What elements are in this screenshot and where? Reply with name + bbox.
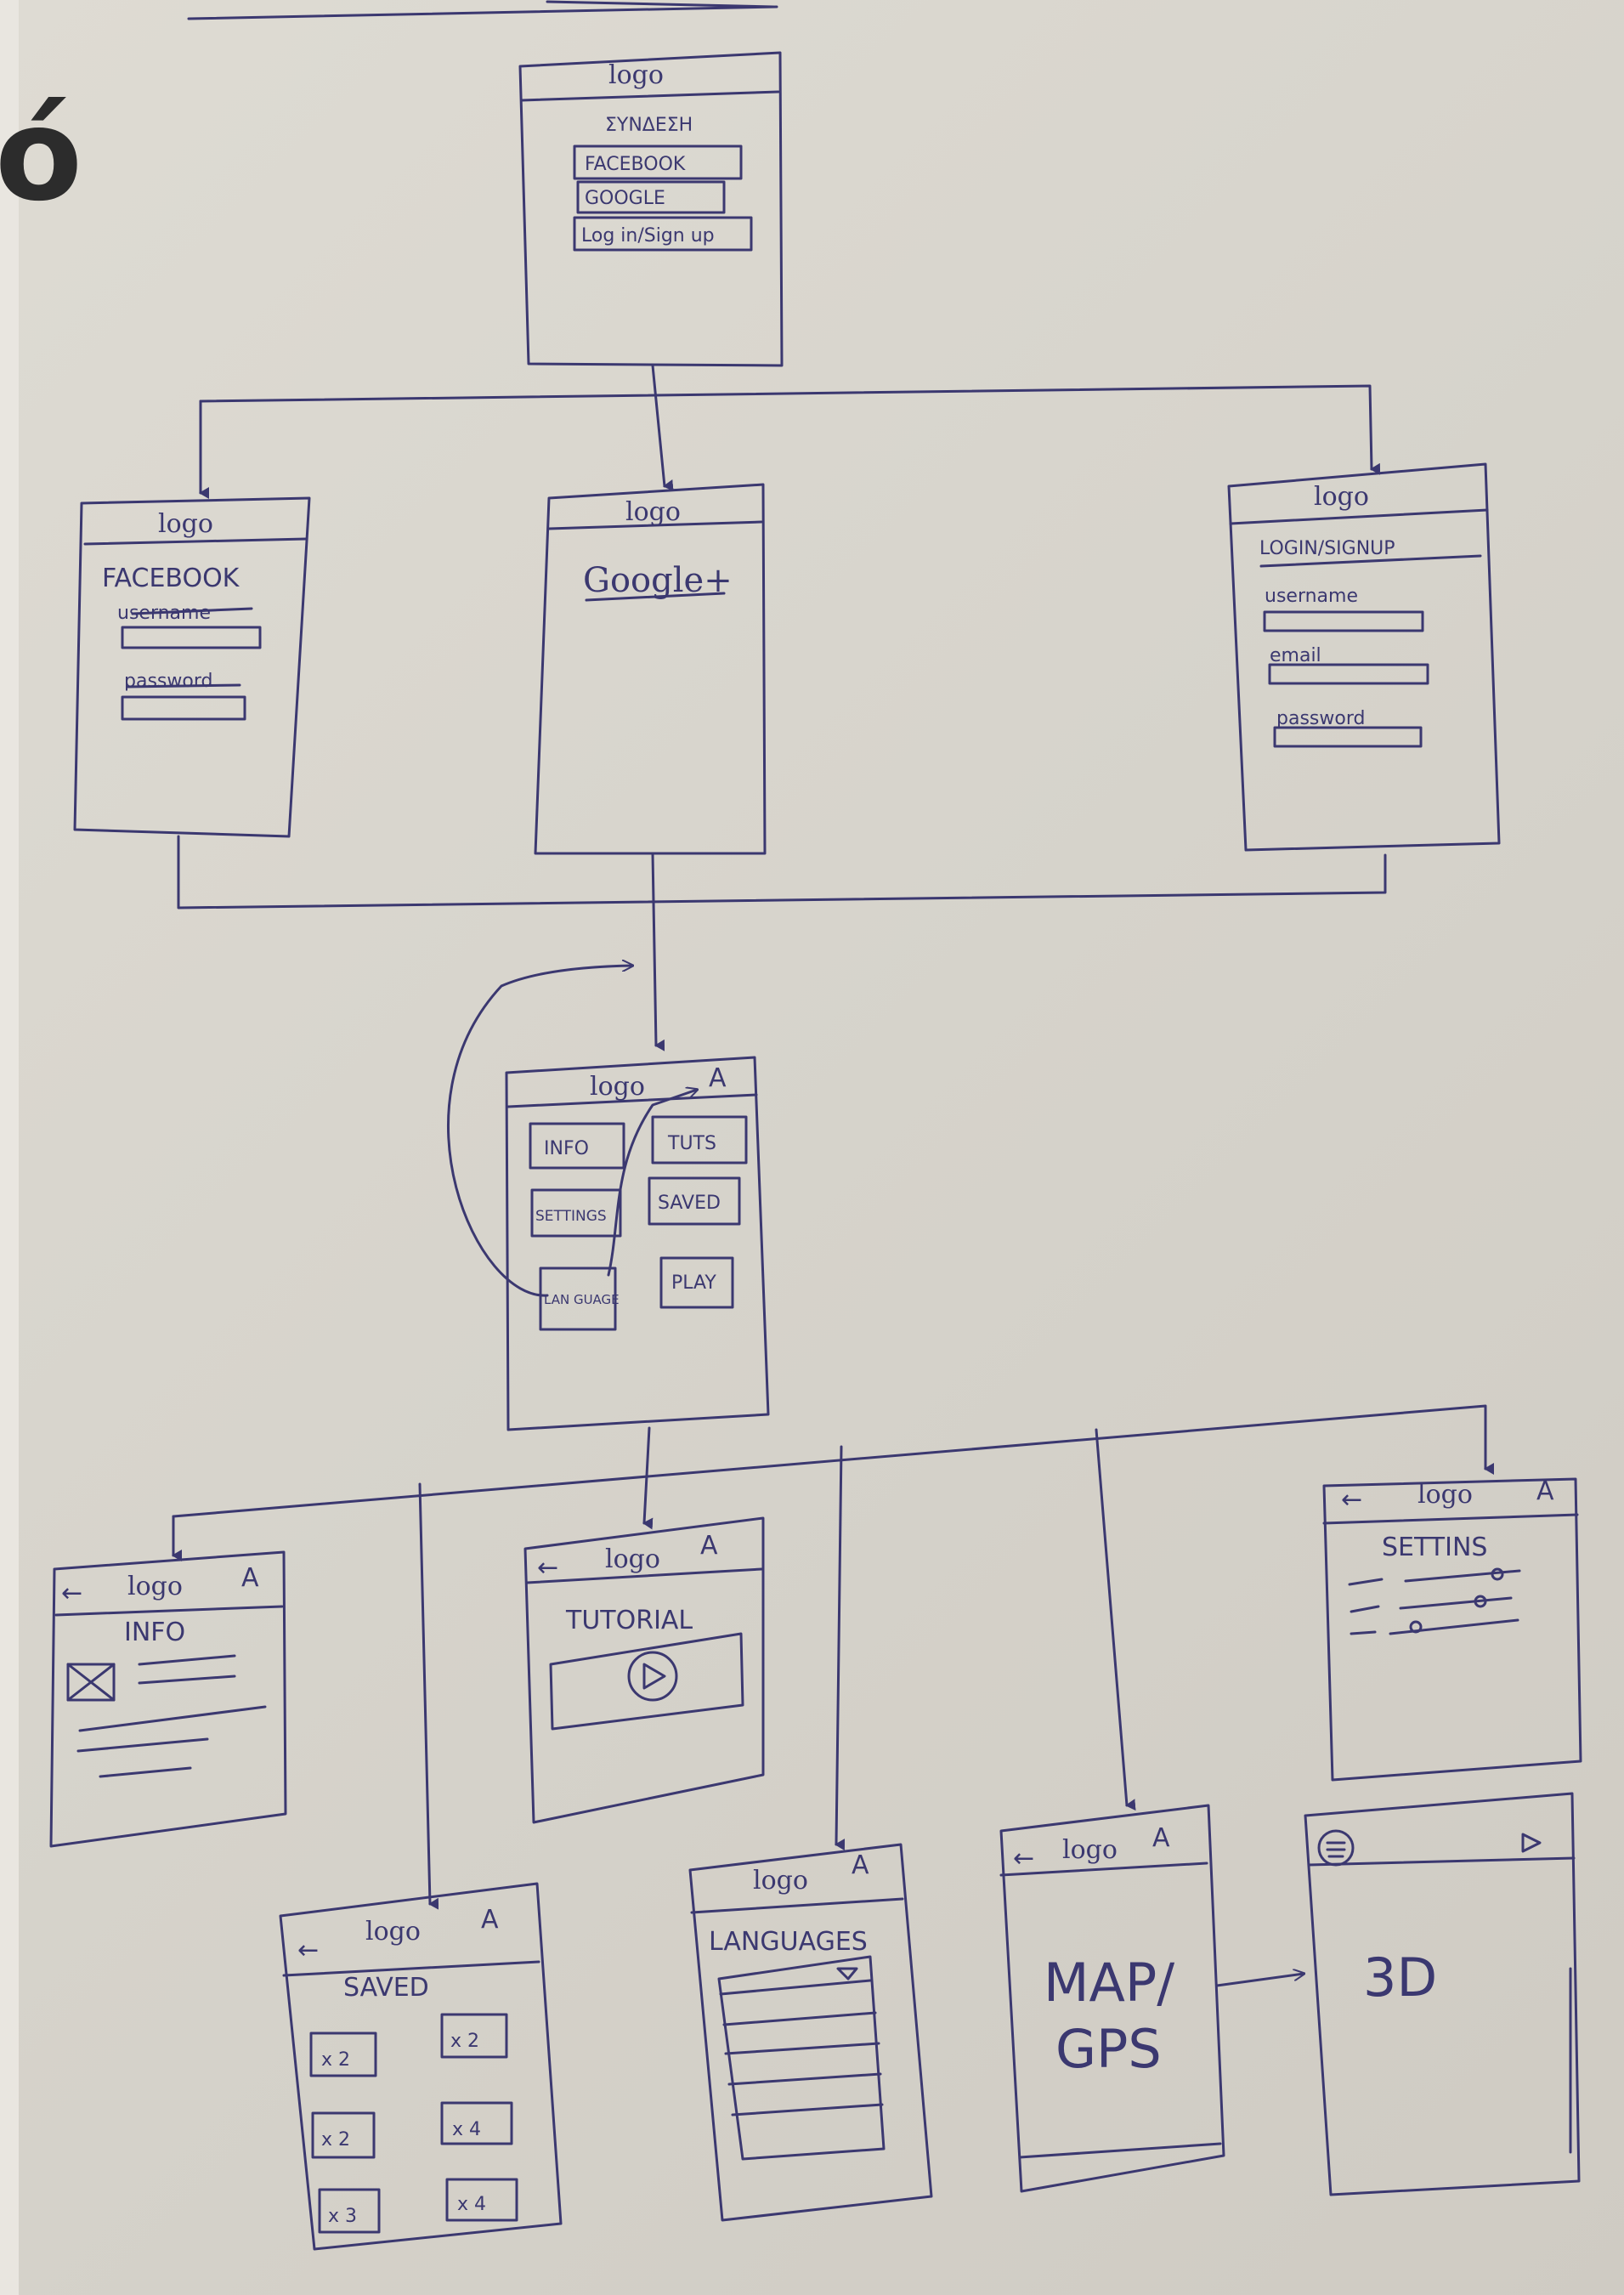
avatar[interactable]: A [700, 1531, 718, 1561]
screen-google-text: logo Google+ [583, 497, 733, 600]
avatar[interactable]: A [709, 1063, 727, 1093]
paper-left-edge [0, 0, 19, 2295]
screen-title: TUTORIAL [565, 1606, 693, 1635]
screen-login-choice [518, 51, 784, 367]
screen-map-text: ← logo A MAP/ GPS [1013, 1823, 1174, 2080]
screen-facebook [73, 496, 311, 838]
dropdown-arrow-icon [836, 1967, 858, 1980]
username-label: username [117, 603, 211, 624]
screen-saved-text: ← logo A SAVED x 2 x 2 x 2 x 4 x 3 x 4 [297, 1905, 499, 2227]
gps-title: GPS [1055, 2018, 1162, 2080]
tile-tuts[interactable]: TUTS [667, 1133, 716, 1154]
screen-title: Google+ [583, 561, 733, 600]
email-label: email [1270, 645, 1321, 666]
map-title: MAP/ [1044, 1952, 1174, 2014]
screen-title: 3D [1363, 1946, 1437, 2009]
tile-language[interactable]: LAN GUAGE [544, 1292, 620, 1307]
edge-letter-fragment: ó [0, 82, 83, 230]
menu-icon [1326, 1841, 1346, 1858]
screen-login-choice-text: logo ΣΥΝΔΕΣΗ FACEBOOK GOOGLE Log in/Sign… [581, 60, 715, 246]
back-arrow-icon[interactable]: ← [537, 1553, 558, 1583]
login-signup-button[interactable]: Log in/Sign up [581, 225, 715, 246]
screen-map [999, 1804, 1225, 2193]
facebook-button[interactable]: FACEBOOK [585, 154, 686, 175]
screen-info [49, 1550, 287, 1848]
tile-play[interactable]: PLAY [671, 1272, 716, 1294]
screen-login-signup [1227, 462, 1501, 852]
avatar[interactable]: A [1536, 1476, 1554, 1506]
logo-label: logo [590, 1072, 645, 1102]
back-arrow-icon[interactable]: ← [1341, 1485, 1362, 1515]
logo-label: logo [605, 1544, 660, 1574]
saved-item[interactable]: x 4 [457, 2194, 486, 2215]
paper-sheet [19, 0, 1624, 2295]
password-label: password [1276, 708, 1365, 729]
google-button[interactable]: GOOGLE [585, 188, 665, 209]
flow-arrows [172, 0, 1494, 1987]
back-arrow-icon[interactable]: ← [297, 1935, 319, 1965]
tile-saved[interactable]: SAVED [658, 1193, 721, 1214]
screen-info-text: ← logo A INFO [61, 1563, 259, 1647]
screen-title: INFO [124, 1618, 185, 1647]
avatar[interactable]: A [241, 1563, 259, 1593]
screen-tutorial-text: ← logo A TUTORIAL [537, 1531, 718, 1635]
saved-item[interactable]: x 2 [450, 2031, 479, 2052]
saved-item[interactable]: x 2 [321, 2129, 350, 2150]
logo-label: logo [365, 1917, 421, 1946]
logo-label: logo [1062, 1835, 1118, 1865]
screen-title: ΣΥΝΔΕΣΗ [605, 115, 693, 136]
logo-label: logo [127, 1572, 183, 1601]
saved-item[interactable]: x 2 [321, 2049, 350, 2071]
logo-label: logo [1417, 1480, 1473, 1510]
screen-home-text: logo A INFO TUTS SETTINGS SAVED LAN GUAG… [535, 1063, 727, 1307]
screen-settings-text: ← logo A SETTINS [1341, 1476, 1554, 1562]
screen-title: SETTINS [1382, 1533, 1487, 1562]
screen-facebook-text: logo FACEBOOK username password [102, 509, 240, 692]
avatar[interactable]: A [1152, 1823, 1170, 1853]
screen-title: LANGUAGES [709, 1927, 868, 1957]
logo-label: logo [158, 509, 213, 539]
screen-saved [279, 1882, 563, 2251]
saved-item[interactable]: x 4 [452, 2119, 481, 2140]
screen-languages-text: logo A LANGUAGES [709, 1850, 869, 1957]
screen-home [446, 966, 770, 1431]
saved-item[interactable]: x 3 [328, 2206, 357, 2227]
screen-languages [688, 1843, 933, 2222]
screen-tutorial [523, 1516, 765, 1824]
logo-label: logo [753, 1866, 808, 1896]
logo-label: logo [1314, 482, 1369, 512]
screen-3d [1304, 1792, 1581, 2196]
avatar[interactable]: A [852, 1850, 869, 1880]
tile-settings[interactable]: SETTINGS [535, 1208, 607, 1225]
username-label: username [1265, 586, 1358, 607]
avatar[interactable]: A [481, 1905, 499, 1935]
back-arrow-icon[interactable]: ← [61, 1578, 82, 1608]
tile-info[interactable]: INFO [544, 1138, 589, 1159]
screen-title: SAVED [343, 1973, 429, 2003]
screen-login-signup-text: logo LOGIN/SIGNUP username email passwor… [1259, 482, 1395, 729]
screen-3d-text: 3D [1363, 1946, 1437, 2009]
screen-title: LOGIN/SIGNUP [1259, 538, 1395, 559]
password-label: password [124, 671, 212, 692]
logo-label: logo [625, 497, 681, 527]
back-arrow-icon[interactable]: ← [1013, 1844, 1034, 1873]
screen-settings [1322, 1477, 1582, 1782]
logo-label: logo [608, 60, 664, 90]
screen-google [534, 483, 767, 855]
screen-title: FACEBOOK [102, 564, 240, 593]
